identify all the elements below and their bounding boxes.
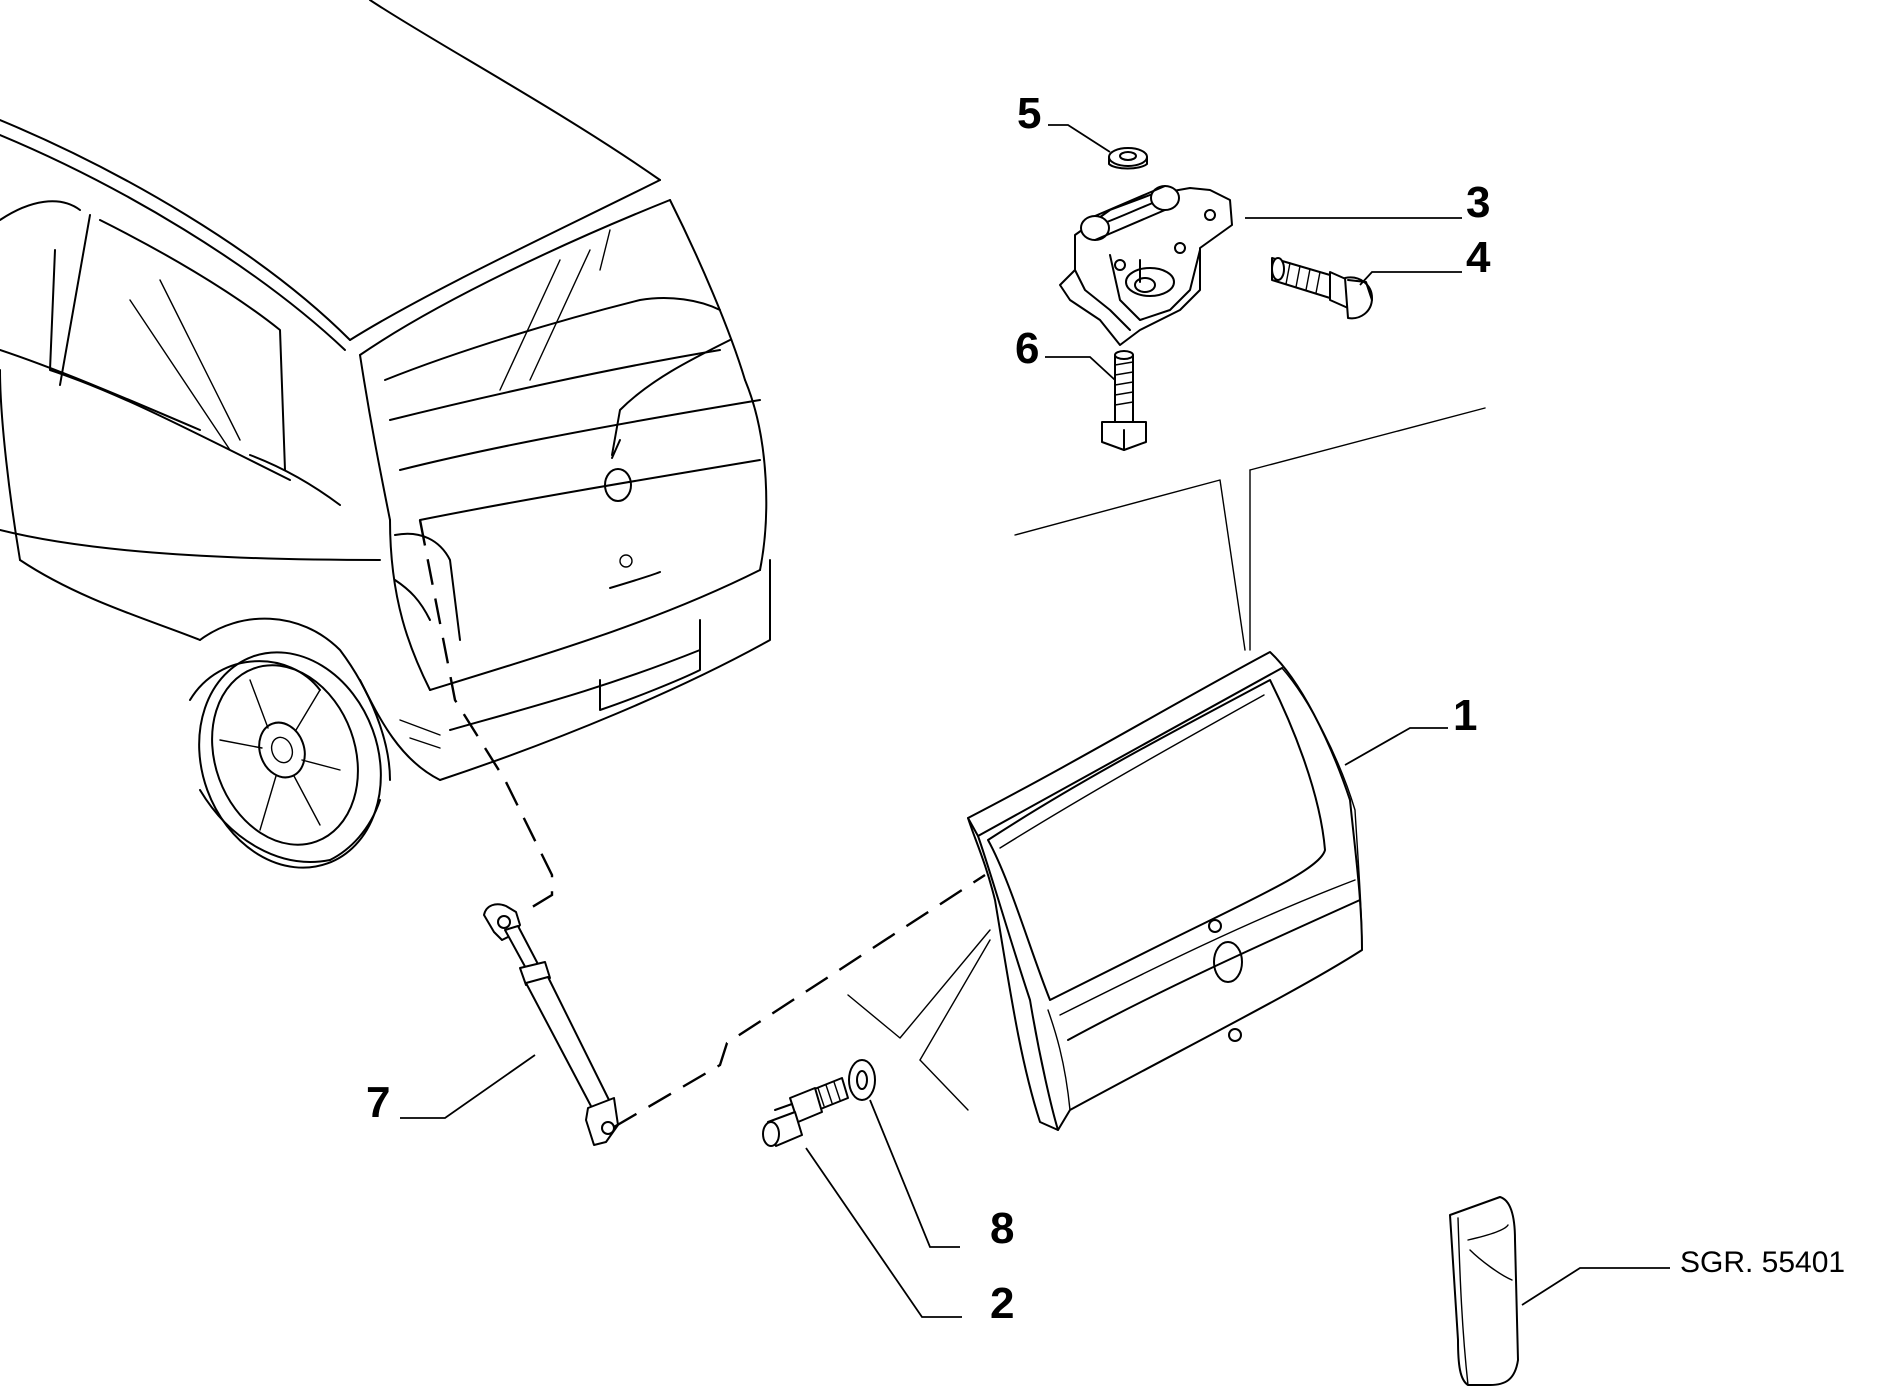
car-rear-view-illustration bbox=[0, 0, 771, 869]
callout-5: 5 bbox=[1017, 89, 1041, 138]
reference-code: SGR. 55401 bbox=[1680, 1246, 1845, 1279]
callout-7: 7 bbox=[366, 1078, 390, 1127]
leader-lines bbox=[400, 124, 1670, 1318]
hinge-part bbox=[1059, 185, 1233, 346]
stud-part-2 bbox=[762, 1077, 849, 1147]
callout-4: 4 bbox=[1466, 233, 1491, 282]
callout-3: 3 bbox=[1466, 178, 1490, 227]
callout-6: 6 bbox=[1015, 324, 1039, 373]
tailgate-part bbox=[967, 651, 1363, 1131]
screw-part-6 bbox=[1101, 350, 1147, 451]
trim-panel-part bbox=[1449, 1196, 1519, 1386]
gas-strut-part-7 bbox=[483, 903, 619, 1146]
bolt-part-4 bbox=[1271, 257, 1373, 320]
washer-part-8 bbox=[848, 1059, 876, 1101]
callout-1: 1 bbox=[1453, 691, 1477, 740]
callout-2: 2 bbox=[990, 1279, 1014, 1328]
callout-8: 8 bbox=[990, 1204, 1014, 1253]
washer-part-5 bbox=[1108, 147, 1148, 170]
assembly-lines bbox=[418, 407, 1486, 1129]
